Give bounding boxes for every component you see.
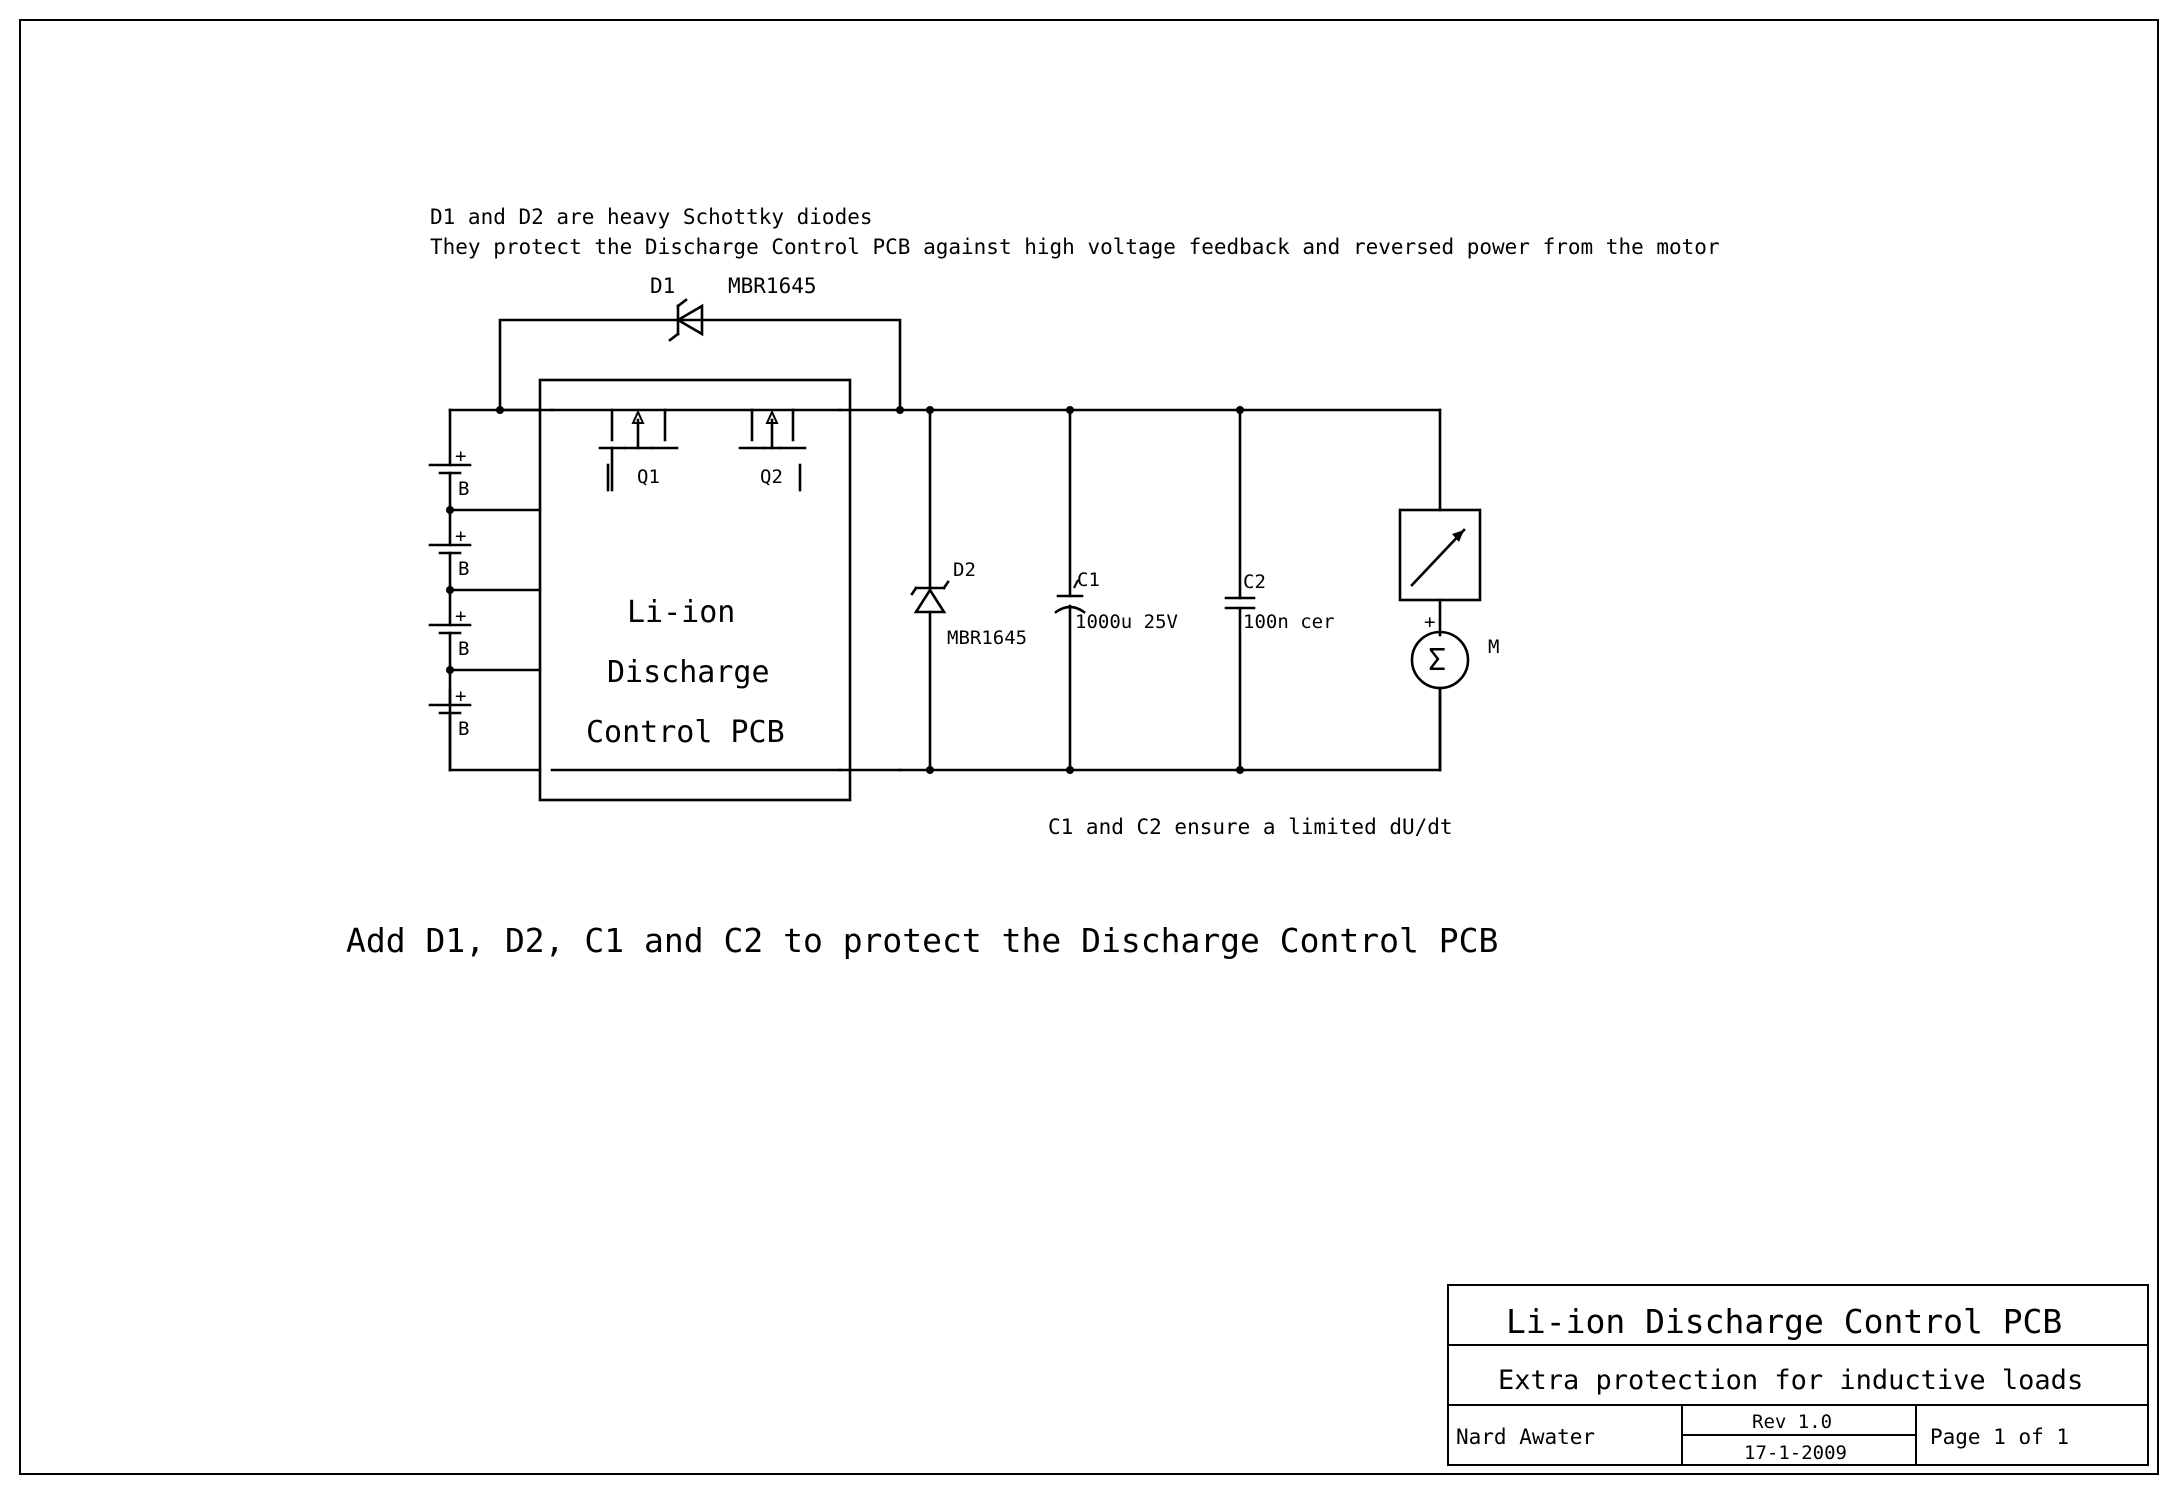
pcb-label-line1: Li-ion: [627, 595, 735, 630]
battery-label-4: B: [458, 718, 469, 740]
battery-plus-2: +: [455, 525, 466, 547]
battery-pack: [428, 408, 542, 772]
motor: [1410, 630, 1470, 772]
d1-reference: D1: [650, 274, 675, 298]
battery-label-1: B: [458, 478, 469, 500]
battery-plus-4: +: [455, 685, 466, 707]
c2-capacitor: [1224, 408, 1256, 772]
q2-mosfet: [738, 408, 807, 492]
title-block-page: Page 1 of 1: [1930, 1425, 2069, 1449]
d2-diode: [910, 408, 950, 772]
battery-plus-1: +: [455, 445, 466, 467]
discharge-pcb-box: [538, 378, 852, 802]
title-block-revision: Rev 1.0: [1752, 1411, 1832, 1433]
c1-capacitor: [1054, 408, 1086, 772]
title-block-title: Li-ion Discharge Control PCB: [1506, 1302, 2062, 1341]
motor-symbol: Σ: [1428, 643, 1446, 678]
c2-reference: C2: [1243, 571, 1266, 593]
title-block: [1447, 1284, 2149, 1466]
c1-value: 1000u 25V: [1075, 611, 1178, 633]
output-rails: [898, 406, 1442, 774]
schottky-note-line2: They protect the Discharge Control PCB a…: [430, 235, 1720, 259]
pcb-label-line2: Discharge: [607, 655, 770, 690]
d1-diode: [498, 298, 902, 412]
battery-plus-3: +: [455, 605, 466, 627]
q1-reference: Q1: [637, 466, 660, 488]
title-block-date: 17-1-2009: [1744, 1442, 1847, 1464]
c2-value: 100n cer: [1243, 611, 1335, 633]
pcb-label-line3: Control PCB: [586, 715, 785, 750]
capacitor-note: C1 and C2 ensure a limited dU/dt: [1048, 815, 1453, 839]
variable-resistor: [1398, 508, 1482, 637]
battery-label-3: B: [458, 638, 469, 660]
q1-mosfet: [598, 408, 679, 492]
title-block-author: Nard Awater: [1456, 1425, 1595, 1449]
main-instruction: Add D1, D2, C1 and C2 to protect the Dis…: [346, 921, 1498, 960]
title-block-subtitle: Extra protection for inductive loads: [1498, 1365, 2083, 1396]
motor-reference: M: [1488, 636, 1499, 658]
d2-part-number: MBR1645: [947, 627, 1027, 649]
q2-reference: Q2: [760, 466, 783, 488]
motor-plus: +: [1424, 611, 1435, 633]
schottky-note-line1: D1 and D2 are heavy Schottky diodes: [430, 205, 873, 229]
c1-reference: C1: [1077, 569, 1100, 591]
d1-part-number: MBR1645: [728, 274, 817, 298]
sheet-border: [19, 19, 2159, 1475]
d2-reference: D2: [953, 559, 976, 581]
battery-label-2: B: [458, 558, 469, 580]
